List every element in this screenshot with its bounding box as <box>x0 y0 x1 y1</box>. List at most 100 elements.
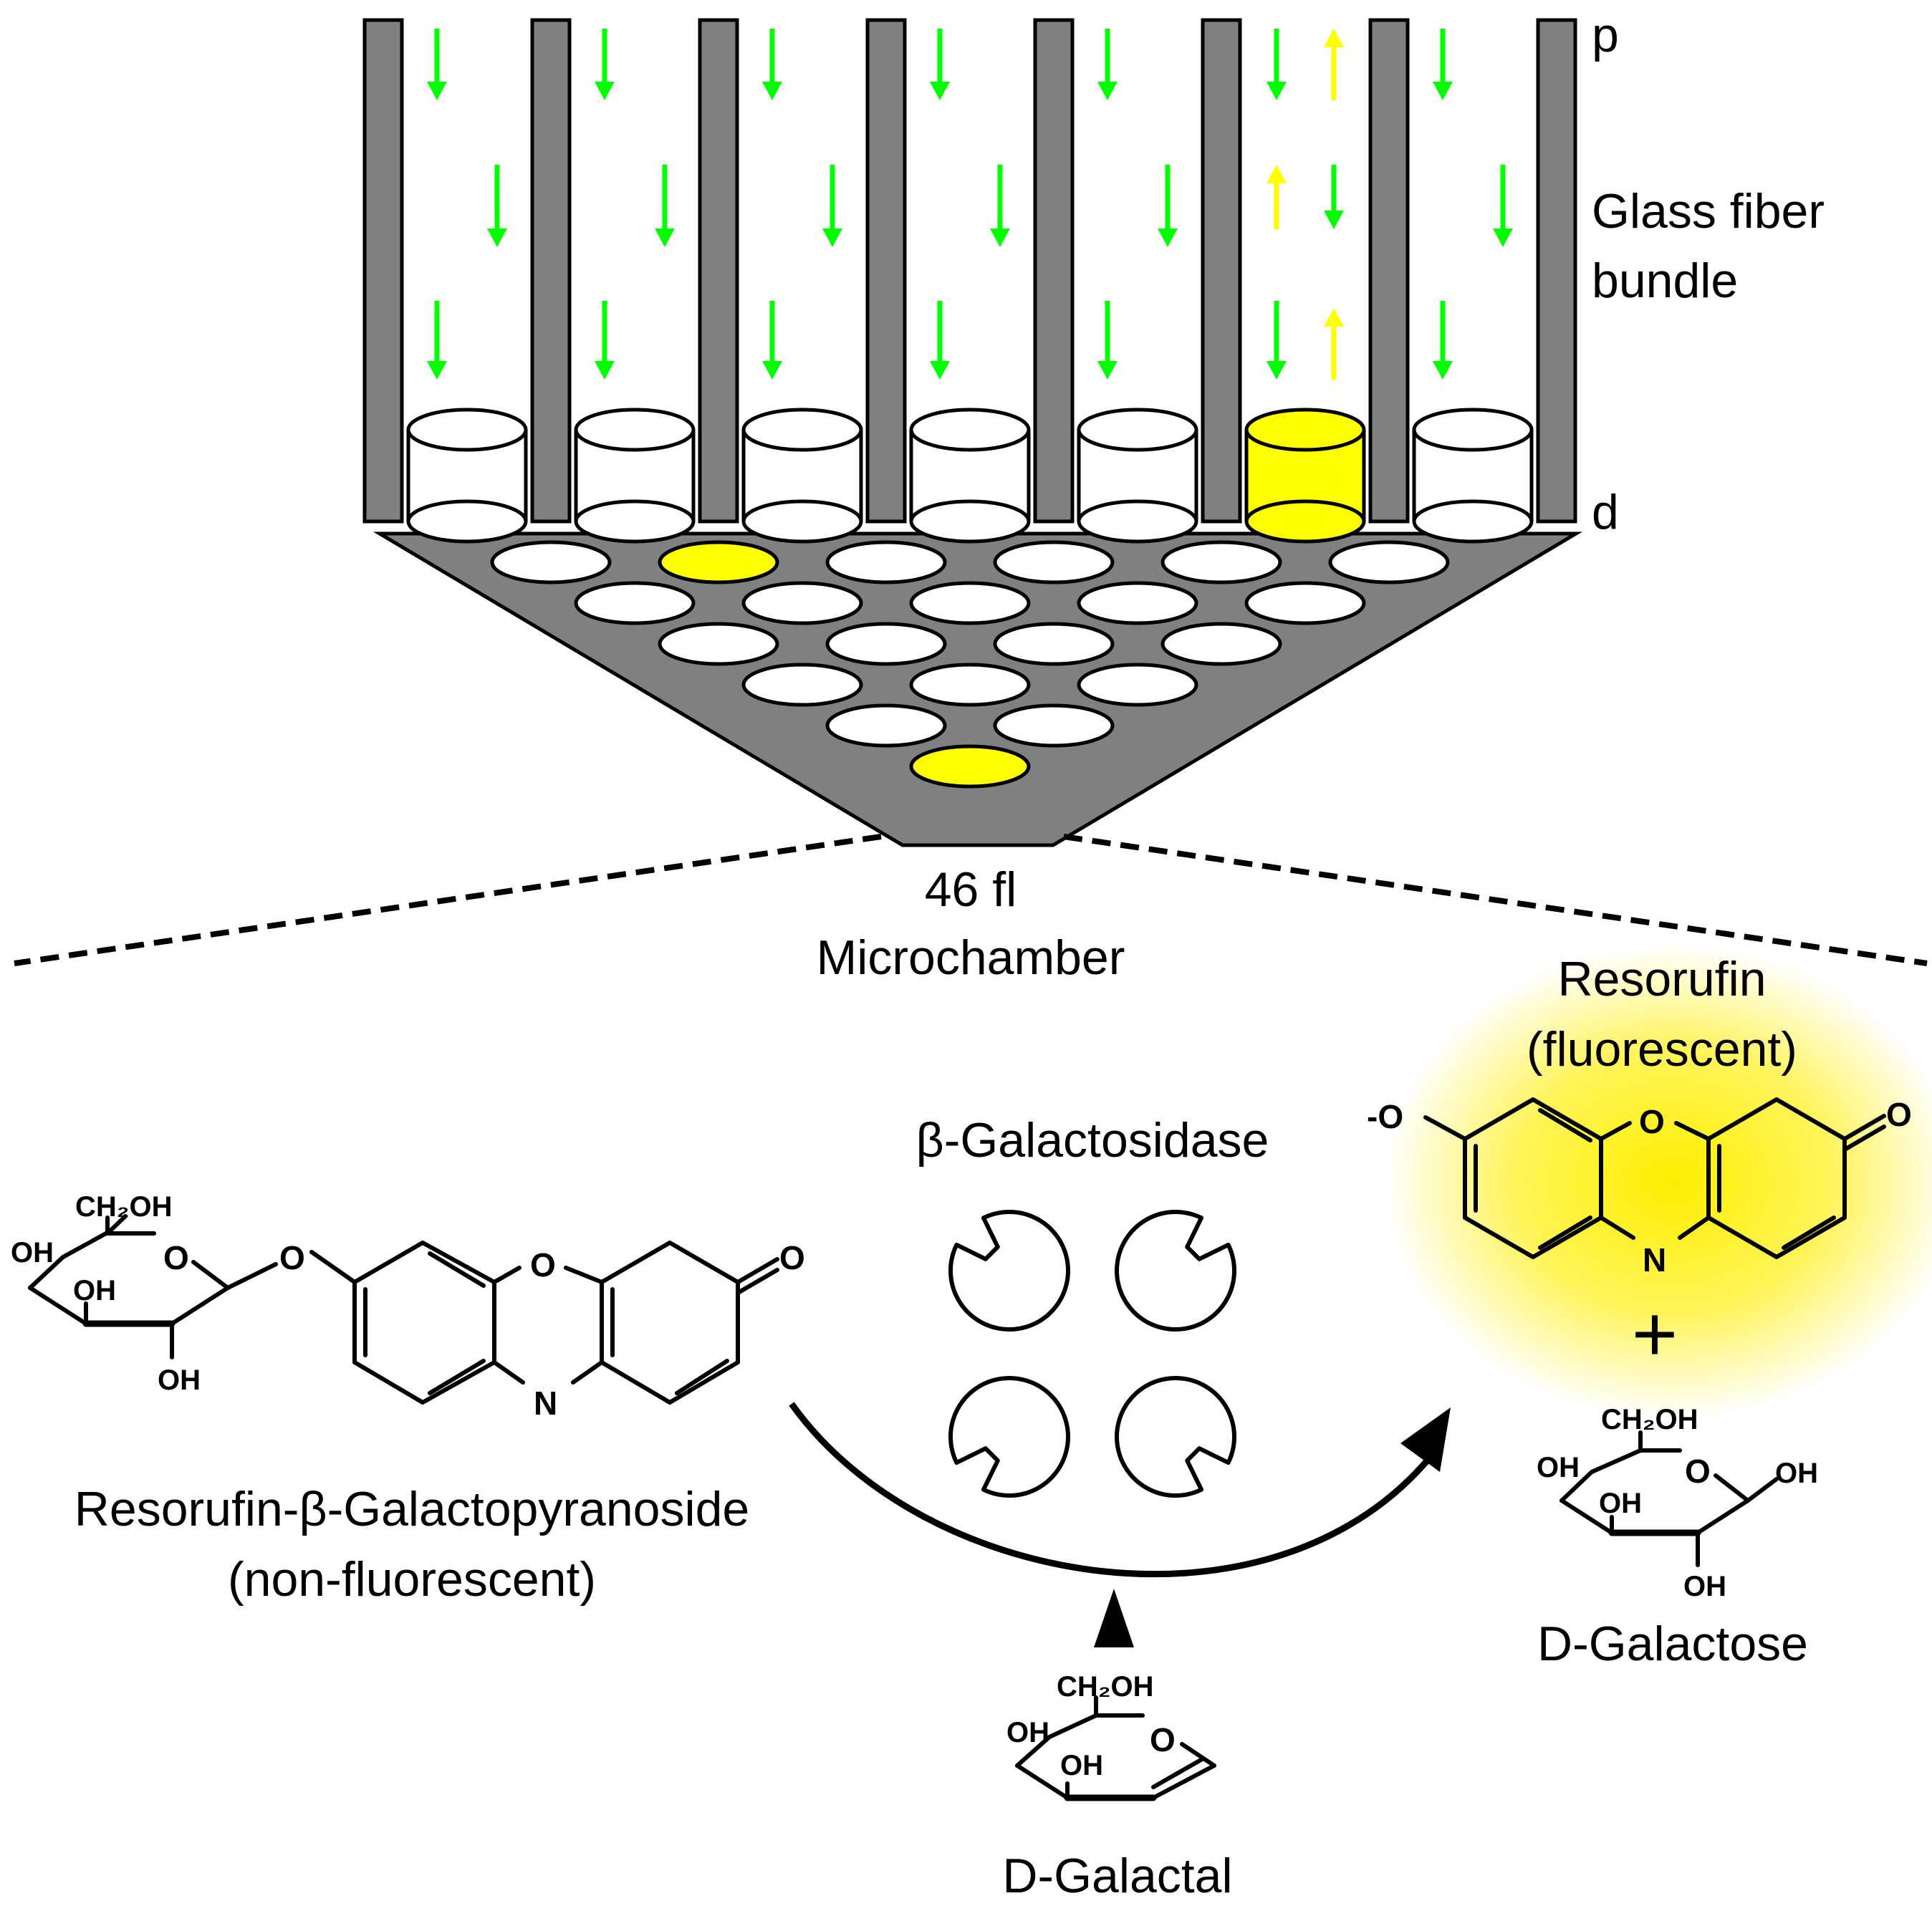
excitation-arrow-head <box>655 228 675 247</box>
galactal-ch2oh: CH₂OH <box>1057 1671 1154 1703</box>
fiber-core-top <box>1244 408 1366 452</box>
fiber-cladding <box>1033 18 1075 524</box>
galactal-oh-left: OH <box>1006 1717 1049 1748</box>
active-microchamber <box>658 540 779 584</box>
microchamber <box>1328 540 1450 584</box>
reaction-arrowhead <box>1400 1407 1451 1472</box>
fiber-cladding <box>362 18 404 524</box>
sub-ch2oh: CH₂OH <box>75 1191 173 1223</box>
fiber-cladding <box>865 18 907 524</box>
excitation-arrow-head <box>1267 361 1287 380</box>
fiber-well <box>1077 499 1198 544</box>
excitation-arrow-head <box>487 228 507 247</box>
galactal-structure: CH₂OH O OH OH <box>1006 1671 1216 1801</box>
enzyme-subunit <box>948 1210 1070 1332</box>
label-bundle: bundle <box>1592 254 1738 308</box>
fiber-core-top <box>909 408 1031 452</box>
microchamber <box>574 581 696 625</box>
microchamber <box>993 703 1115 748</box>
prod-o-minus: -O <box>1367 1098 1403 1135</box>
prod-ketone-o: O <box>1886 1096 1912 1133</box>
label-substrate: Resorufin-β-Galactopyranoside <box>75 1482 749 1536</box>
emission-arrow-head <box>1324 29 1344 47</box>
excitation-arrow-head <box>930 82 950 100</box>
enzyme-subunit-outline <box>1115 1210 1236 1332</box>
sub-ring-o: O <box>163 1239 189 1276</box>
microchamber <box>909 663 1031 707</box>
zoom-line-left <box>14 834 882 966</box>
excitation-arrow-head <box>1433 361 1453 380</box>
emission-arrow-head <box>1324 308 1344 327</box>
label-microchamber: Microchamber <box>817 930 1125 985</box>
fiber-well <box>1244 499 1366 544</box>
microchamber <box>741 581 863 625</box>
excitation-arrow-head <box>762 82 782 100</box>
sub-glycosidic-o: O <box>279 1239 305 1276</box>
gal-oh-left: OH <box>1537 1452 1580 1483</box>
excitation-arrow-head <box>1493 228 1513 247</box>
label-galactose: D-Galactose <box>1537 1617 1808 1671</box>
microchamber <box>1160 540 1282 584</box>
sub-bridge-n: N <box>534 1385 557 1422</box>
label-non-fluorescent: (non-fluorescent) <box>228 1552 596 1607</box>
fiber-cladding <box>698 18 739 524</box>
excitation-arrow-head <box>1158 228 1178 247</box>
excitation-arrow-head <box>762 361 782 380</box>
active-microchamber <box>909 744 1031 789</box>
sub-oh-bottom: OH <box>158 1364 201 1396</box>
excitation-arrow-head <box>1324 211 1344 229</box>
microchamber <box>825 703 947 748</box>
gal-ch2oh: CH₂OH <box>1601 1404 1698 1435</box>
enzyme-subunit-outline <box>948 1376 1070 1498</box>
microchamber <box>1160 622 1282 666</box>
excitation-arrow-head <box>427 361 447 380</box>
label-fluorescent: (fluorescent) <box>1527 1022 1797 1077</box>
fiber-bundle <box>362 18 1583 847</box>
prod-bridge-o: O <box>1639 1103 1665 1140</box>
label-enzyme: β-Galactosidase <box>916 1113 1269 1168</box>
label-p: p <box>1592 8 1619 62</box>
gal-ring-o: O <box>1685 1453 1711 1490</box>
microchamber <box>993 540 1115 584</box>
sub-ketone-o: O <box>779 1239 805 1276</box>
fiber-well <box>909 499 1031 544</box>
fiber-cladding <box>1536 18 1577 524</box>
label-volume: 46 fl <box>925 862 1017 917</box>
prod-bridge-n: N <box>1643 1241 1666 1279</box>
label-galactal: D-Galactal <box>1002 1849 1232 1903</box>
resorufin-structure: -O O N O <box>1367 1096 1912 1279</box>
fiber-well <box>1412 499 1534 544</box>
microchamber <box>741 663 863 707</box>
microchamber <box>1077 663 1198 707</box>
gal-oh-right: OH <box>1775 1458 1818 1489</box>
label-glass-fiber: Glass fiber <box>1592 184 1825 239</box>
sub-bridge-o: O <box>530 1246 556 1284</box>
enzyme-subunit-outline <box>948 1210 1070 1332</box>
fiber-cladding <box>1201 18 1242 524</box>
excitation-arrow-head <box>1097 82 1118 100</box>
fiber-core-top <box>574 408 696 452</box>
label-d: d <box>1592 485 1619 539</box>
gal-oh-mid: OH <box>1599 1488 1642 1519</box>
microchamber <box>658 622 779 666</box>
microchamber <box>825 622 947 666</box>
inhibition-arrowhead <box>1094 1589 1134 1647</box>
enzyme-tetramer-icon <box>948 1210 1236 1498</box>
enzyme-subunit <box>1115 1376 1236 1498</box>
fiber-core-top <box>1077 408 1198 452</box>
gal-oh-bottom: OH <box>1683 1571 1726 1602</box>
fluorescent-glow <box>1386 945 1932 1418</box>
microchamber <box>825 540 947 584</box>
fiber-well <box>741 499 863 544</box>
microchamber <box>909 581 1031 625</box>
excitation-arrow-head <box>990 228 1010 247</box>
zoom-line-right <box>1063 834 1928 966</box>
galactal-ring-o: O <box>1150 1721 1176 1758</box>
enzyme-subunit-outline <box>1115 1376 1236 1498</box>
fiber-core-top <box>406 408 528 452</box>
excitation-arrow-head <box>822 228 842 247</box>
galactal-oh-mid: OH <box>1060 1750 1103 1781</box>
excitation-arrow-head <box>1097 361 1118 380</box>
microchamber <box>1077 581 1198 625</box>
